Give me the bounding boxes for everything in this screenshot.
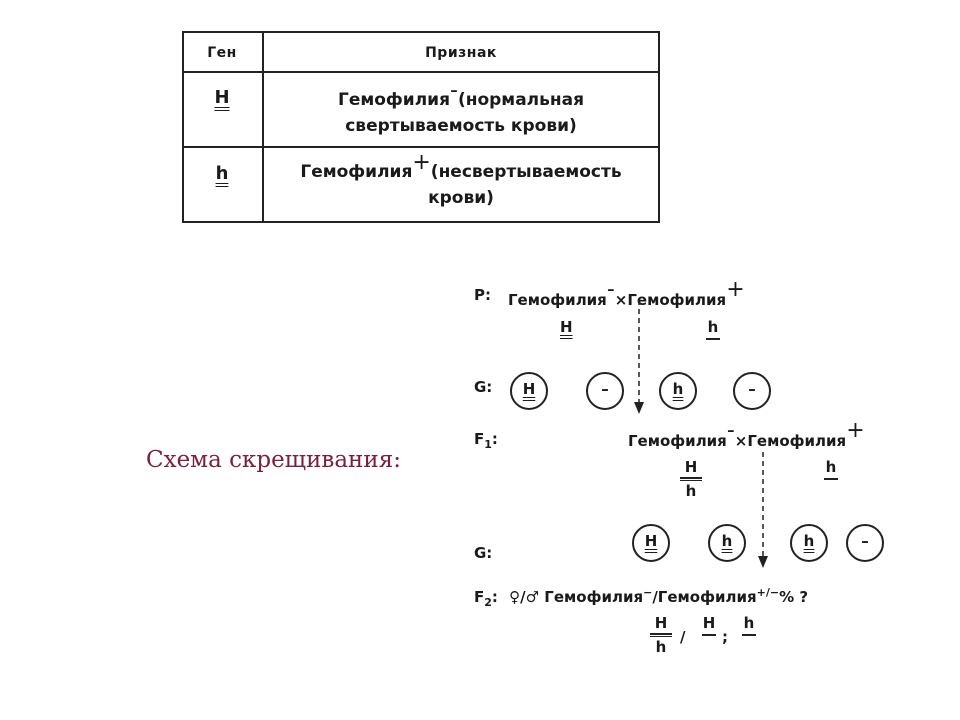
trait-dominant: Гемофилия-(нормальная свертываемость кро… [337, 78, 585, 136]
scheme-caption: Схема скрещивания: [146, 447, 401, 473]
p-label: P: [474, 286, 491, 304]
gamete-circle: – [586, 372, 624, 410]
f1-genotype-left: H h [680, 458, 702, 500]
gamete-circle: – [846, 524, 884, 562]
gamete-circle: H [632, 524, 670, 562]
gamete-circle: h [790, 524, 828, 562]
gamete-circle: h [708, 524, 746, 562]
trait-recessive: Гемофилия+(несвертываемость крови) [300, 150, 622, 208]
f2-line: F2: ♀/♂ Гемофилия−/Гемофилия+/−% ? [474, 586, 809, 609]
table-divider [182, 146, 658, 148]
table-border [182, 31, 660, 223]
dashed-arrow [758, 452, 768, 568]
p-genotype-left: H [560, 318, 573, 336]
f2-genotype-1: H h [650, 614, 672, 656]
gamete-circle: H [510, 372, 548, 410]
table-divider [182, 71, 658, 73]
f2-semicolon: ; [722, 628, 728, 646]
f1-phenotypes: Гемофилия-×Гемофилия+ [628, 418, 865, 450]
g2-label: G: [474, 544, 493, 562]
header-gene: Ген [207, 45, 237, 61]
gamete-circle: h [659, 372, 697, 410]
header-trait: Признак [425, 45, 497, 61]
f1-genotype-right: h [820, 458, 842, 482]
p-left-phenotype: Гемофилия-×Гемофилия+ [508, 277, 745, 309]
f2-slash: / [680, 628, 686, 646]
table-divider [262, 31, 264, 221]
gamete-circle: – [733, 372, 771, 410]
dashed-arrow [634, 300, 644, 414]
gene-recessive: h [215, 163, 229, 184]
gene-dominant: H [214, 87, 230, 108]
g1-label: G: [474, 378, 493, 396]
genetics-table: Ген Признак H Гемофилия-(нормальная свер… [182, 31, 660, 223]
f2-genotype-2: H [698, 614, 720, 638]
p-genotype-right: h [702, 318, 724, 342]
f2-genotype-3: h [738, 614, 760, 638]
f1-label: F1: [474, 430, 498, 451]
